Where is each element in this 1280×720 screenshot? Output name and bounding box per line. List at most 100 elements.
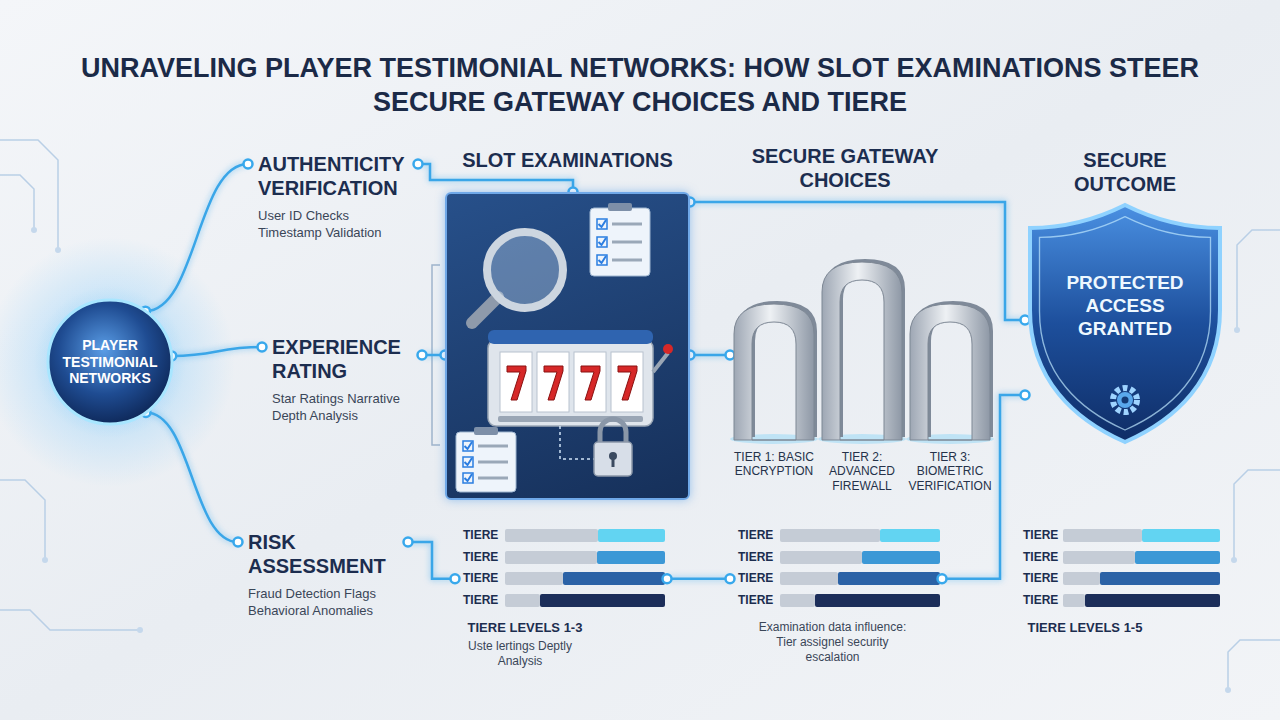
tier-row-label: TIERE <box>730 525 776 547</box>
check-box <box>597 237 607 247</box>
bar-fill <box>862 551 940 564</box>
arch-body <box>910 304 990 440</box>
node-body: User ID Checks Timestamp Validation <box>258 208 383 242</box>
seven-symbol <box>581 366 600 400</box>
connector-dot <box>726 574 735 583</box>
bar-track <box>780 551 862 564</box>
tier-name: TIER 3: BIOMETRIC VERIFICATION <box>907 450 993 493</box>
arch-outline <box>818 258 906 446</box>
check-line <box>612 223 642 226</box>
slot-lever-knob <box>663 344 673 354</box>
connector-dot <box>1021 391 1030 400</box>
check-mark <box>599 238 607 245</box>
bar-track <box>1063 594 1085 607</box>
node-body: Fraud Detection Flags Behavioral Anomali… <box>248 586 388 620</box>
magnifier <box>472 232 563 323</box>
connector-dot <box>418 351 427 360</box>
tier-caption: Examination data influence: Tier assigne… <box>750 620 915 665</box>
circuit-trace <box>1234 470 1280 560</box>
slot-body <box>488 340 653 426</box>
bar-track <box>505 551 597 564</box>
connector <box>145 164 248 311</box>
bar-track <box>1063 529 1142 542</box>
clipboard <box>456 432 516 492</box>
node-heading: EXPERIENCE RATING <box>272 335 422 383</box>
check-line <box>478 461 508 464</box>
tier-bars-left <box>505 529 665 607</box>
check-line <box>612 241 642 244</box>
network-hub-circle: PLAYER TESTIMONIAL NETWORKS <box>32 284 188 440</box>
arch-body <box>822 262 902 440</box>
circuit-pad <box>1231 557 1237 563</box>
check-box <box>463 473 473 483</box>
tier-row-label: TIERE <box>730 568 776 590</box>
bar-track <box>780 529 880 542</box>
gear-icon <box>1113 388 1137 412</box>
circuit-trace <box>0 610 140 630</box>
check-mark <box>465 458 473 465</box>
bar-fill <box>838 572 940 585</box>
bar-track <box>505 572 563 585</box>
check-box <box>597 255 607 265</box>
bar-track <box>1063 572 1100 585</box>
connector-dot <box>663 574 672 583</box>
connector-dot <box>258 343 267 352</box>
circuit-pad <box>1234 327 1240 333</box>
tier-bars-middle <box>780 529 940 607</box>
orb-halo <box>0 237 235 487</box>
check-line <box>478 477 508 480</box>
tier-row-label: TIERE <box>1015 590 1061 612</box>
bar-fill <box>563 572 665 585</box>
tier-bar-group: TIERETIERETIERETIEREExamination data inf… <box>730 525 942 665</box>
tier-bar-group: TIERETIERETIERETIERETIERE LEVELS 1-5 <box>1015 525 1220 636</box>
arch-outline <box>906 300 994 446</box>
circle-body <box>48 300 172 424</box>
examination-panel: SLOT EXAMINATIONS <box>445 192 690 500</box>
checklist-bottom <box>456 427 516 492</box>
slot-reel <box>574 352 606 412</box>
tier-row-label: TIERE <box>730 547 776 569</box>
circuit-trace <box>1228 640 1280 690</box>
check-mark <box>599 220 607 227</box>
tier-row-label: TIERE <box>455 568 501 590</box>
connector-dot <box>414 160 423 169</box>
shield-body <box>1030 205 1220 442</box>
tier-row-label: TIERE <box>455 547 501 569</box>
node-heading: RISK ASSESSMENT <box>248 530 408 578</box>
circle-glow <box>34 286 186 438</box>
check-line <box>478 445 508 448</box>
tier-bars-right <box>1063 529 1220 607</box>
magnifier-lens <box>487 232 563 308</box>
magnifier-handle <box>472 297 498 323</box>
node-heading: SLOT EXAMINATIONS <box>435 148 700 172</box>
gear-hub <box>1117 392 1133 408</box>
tier-row-label: TIERE <box>455 590 501 612</box>
circuit-trace <box>0 175 34 230</box>
check-mark <box>465 442 473 449</box>
tier-row-label: TIERE <box>1015 525 1061 547</box>
check-line <box>612 259 642 262</box>
slot-lever <box>653 353 668 372</box>
tier-row-label: TIERE <box>1015 568 1061 590</box>
title-box: UNRAVELING PLAYER TESTIMONIAL NETWORKS: … <box>40 52 1240 120</box>
process-item: EXPERIENCE RATINGStar Ratings Narrative … <box>262 335 422 425</box>
circuit-pad <box>42 557 48 563</box>
slot-reel <box>537 352 569 412</box>
keyhole <box>609 452 617 460</box>
gear-hole <box>1122 397 1129 404</box>
connector-dot <box>234 538 243 547</box>
bar-track <box>780 572 838 585</box>
padlock-body <box>594 442 632 476</box>
shield-text: PROTECTED ACCESS GRANTED <box>1060 272 1190 340</box>
tier-caption: TIERE LEVELS 1-3 <box>450 620 600 636</box>
tier-name: TIER 2: ADVANCED FIREWALL <box>819 450 905 493</box>
slot-top <box>488 330 653 344</box>
padlock-shackle <box>600 419 626 444</box>
bar-track <box>505 529 598 542</box>
bar-fill <box>1100 572 1220 585</box>
connector <box>667 578 730 581</box>
slot-tray <box>498 416 643 422</box>
node-heading: AUTHENTICITY VERIFICATION <box>258 152 418 200</box>
gateway-arch: TIER 1: BASIC ENCRYPTION <box>730 300 818 479</box>
